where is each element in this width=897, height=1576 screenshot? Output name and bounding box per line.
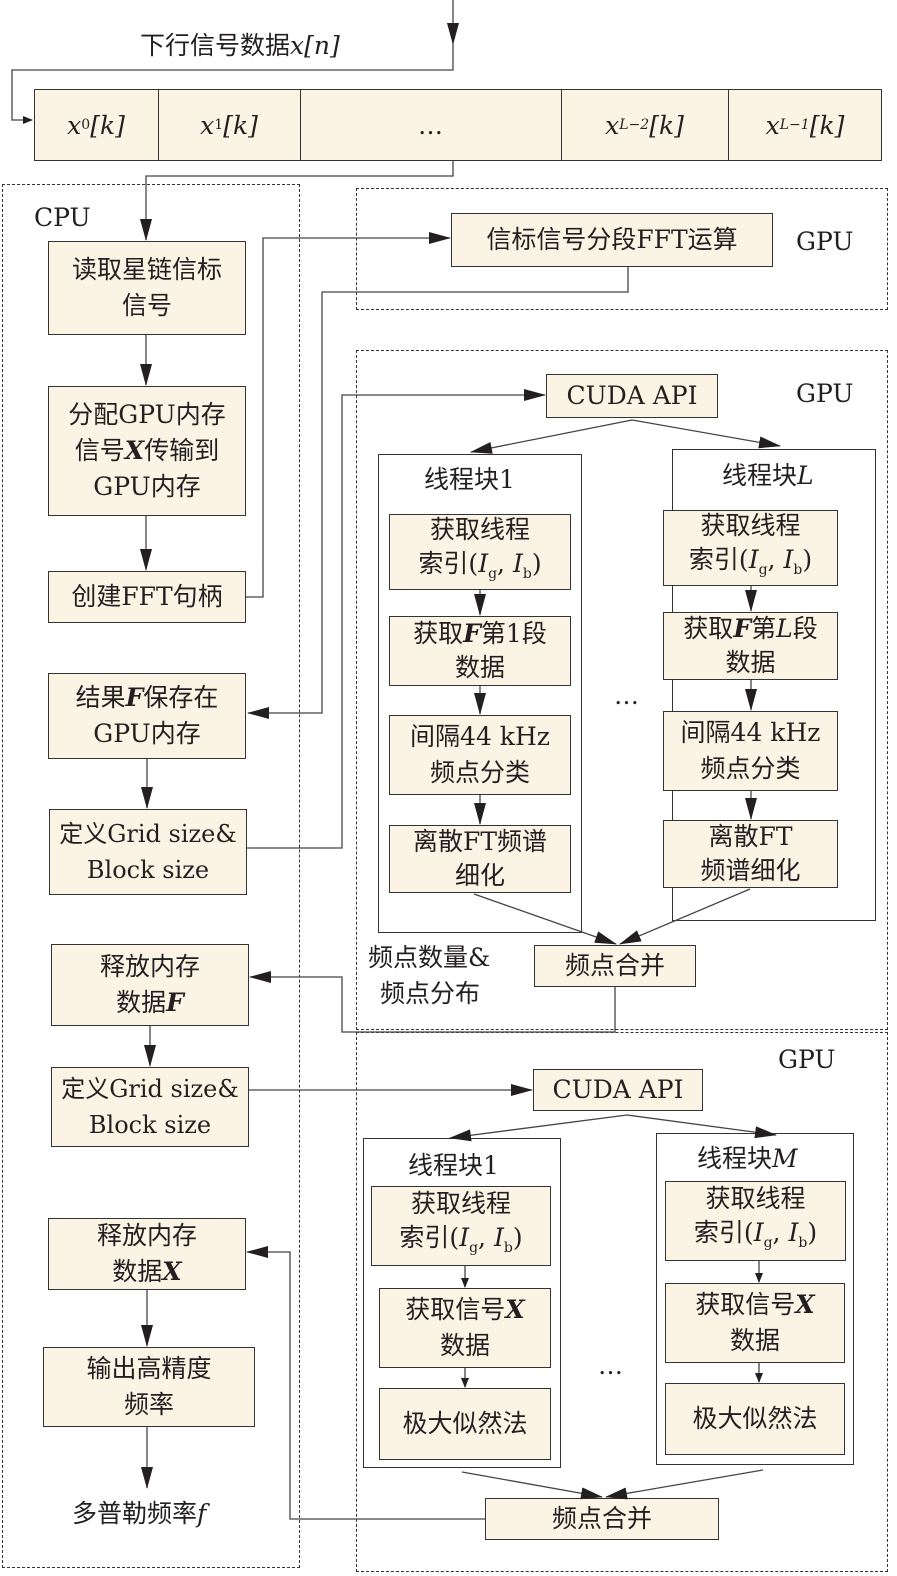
cpu-group-label: CPU (34, 203, 91, 232)
cuda-api-node-1: CUDA API (546, 374, 718, 418)
frequency-count-annotation: 频点数量&频点分布 (368, 943, 491, 1008)
thread-block-l-title: 线程块L (722, 461, 814, 490)
get-f-segment-1-node: 获取F第1段 数据 (389, 616, 571, 686)
segment-divider (300, 89, 301, 161)
merge-frequency-node-1: 频点合并 (534, 945, 696, 987)
segment-divider (728, 89, 729, 161)
gpu-refine-group (356, 350, 888, 1030)
define-grid-node-1: 定义Grid size&Block size (49, 809, 247, 895)
input-signal-label: 下行信号数据x[n] (140, 30, 340, 62)
b1-to-merge (473, 893, 617, 945)
input-signal-var: x[n] (290, 31, 340, 60)
thread-block-1-title-ml: 线程块1 (408, 1151, 499, 1180)
gpu-fft-to-save (247, 267, 629, 719)
segmented-fft-node: 信标信号分段FFT运算 (451, 213, 773, 267)
segment-strip (34, 89, 882, 161)
read-beacon-node: 读取星链信标信号 (48, 241, 246, 335)
get-thread-index-node-l: 获取线程 索引(Ig, Ib) (663, 510, 838, 586)
define-grid-node-2: 定义Grid size&Block size (51, 1067, 249, 1147)
thread-block-1-frame (378, 454, 582, 933)
thread-block-l-frame (672, 449, 876, 921)
cuda2-to-blockM (626, 1114, 777, 1139)
get-thread-index-node-ml-1: 获取线程 索引(Ig, Ib) (371, 1186, 551, 1266)
gpu-refine-group-label: GPU (796, 379, 854, 408)
gpu-ml-group (356, 1032, 888, 1572)
cpu-group (2, 184, 300, 1568)
bl-to-merge (619, 888, 751, 945)
strip-to-read (140, 161, 454, 241)
free-f-node: 释放内存 数据F (51, 944, 249, 1026)
thread-block-ellipsis-ml: … (598, 1351, 623, 1380)
doppler-frequency-result: 多普勒频率f (72, 1499, 207, 1528)
segment-divider (158, 89, 159, 161)
gpu-fft-group-label: GPU (796, 227, 854, 256)
create-fft-handle-node: 创建FFT句柄 (48, 571, 246, 623)
dft-refine-node-1: 离散FT频谱细化 (389, 825, 571, 893)
fft-handle-to-gpu (246, 232, 451, 598)
merge-frequency-node-2: 频点合并 (485, 1498, 719, 1540)
thread-block-ellipsis: … (614, 681, 639, 710)
max-likelihood-node-m: 极大似然法 (665, 1383, 845, 1455)
get-signal-x-node-1: 获取信号X 数据 (379, 1288, 551, 1368)
gpu-fft-group (356, 188, 888, 310)
cuda-to-block1 (470, 419, 633, 454)
grid1-to-cuda (247, 389, 546, 849)
get-f-segment-l-node: 获取F第L段 数据 (663, 612, 838, 680)
free-x-node: 释放内存 数据X (48, 1218, 246, 1290)
input-signal-text: 下行信号数据 (140, 31, 291, 60)
gpu-ml-group-label: GPU (778, 1045, 836, 1074)
cuda-to-blockL (631, 419, 781, 449)
cuda2-to-block1 (449, 1114, 628, 1142)
alloc-gpu-node: 分配GPU内存 信号X传输到 GPU内存 (48, 386, 246, 516)
cuda-api-node-2: CUDA API (533, 1069, 703, 1111)
max-likelihood-node-1: 极大似然法 (379, 1388, 551, 1460)
m1-to-merge2 (461, 1471, 603, 1500)
segment-divider (561, 89, 562, 161)
merge2-to-free-x (246, 1246, 485, 1520)
save-f-node: 结果F保存在 GPU内存 (48, 673, 246, 759)
thread-block-m-title: 线程块M (697, 1144, 798, 1173)
input-to-strip (11, 44, 454, 124)
get-thread-index-node: 获取线程 索引(Ig, Ib) (389, 514, 571, 590)
output-frequency-node: 输出高精度频率 (43, 1347, 255, 1427)
thread-block-1-title: 线程块1 (424, 465, 515, 494)
get-signal-x-node-m: 获取信号X 数据 (665, 1283, 845, 1363)
merge1-to-free-f (249, 971, 616, 1033)
get-thread-index-node-ml-m: 获取线程 索引(Ig, Ib) (665, 1181, 846, 1261)
segment-ellipsis: … (418, 110, 443, 140)
mm-to-merge2 (605, 1469, 764, 1500)
